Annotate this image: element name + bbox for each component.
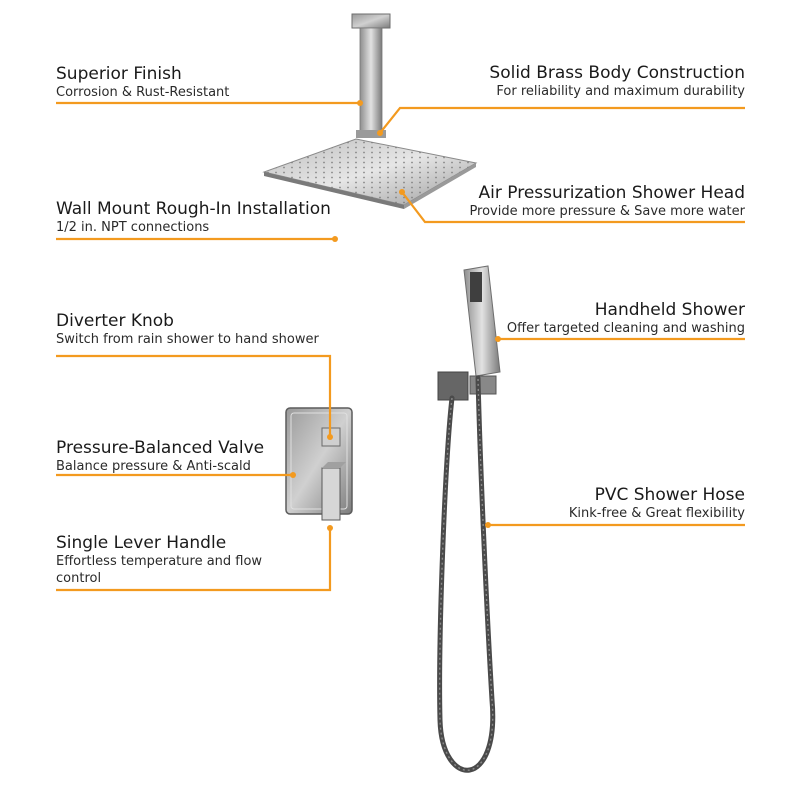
leader-lines-right	[379, 106, 745, 527]
callout-superior-finish: Superior Finish Corrosion & Rust-Resista…	[56, 64, 229, 101]
callout-subtitle: 1/2 in. NPT connections	[56, 220, 210, 235]
callout-subtitle: Offer targeted cleaning and washing	[506, 321, 745, 336]
callout-air-pressurization: Air Pressurization Shower Head Provide m…	[469, 183, 745, 220]
ceiling-arm	[351, 13, 391, 138]
valve-trim	[285, 407, 353, 521]
callout-title: Diverter Knob	[56, 311, 174, 331]
leader-lines-left	[56, 101, 360, 592]
callout-subtitle: Effortless temperature and flow control	[56, 554, 263, 586]
callout-subtitle: Switch from rain shower to hand shower	[56, 332, 319, 347]
callout-subtitle: Balance pressure & Anti-scald	[56, 459, 251, 474]
callout-subtitle: Provide more pressure & Save more water	[469, 204, 745, 219]
rain-shower-head	[262, 138, 478, 209]
callout-title: Air Pressurization Shower Head	[478, 183, 745, 203]
handheld-shower	[437, 265, 501, 401]
callout-solid-brass: Solid Brass Body Construction For reliab…	[489, 63, 745, 100]
callout-diverter-knob: Diverter Knob Switch from rain shower to…	[56, 311, 319, 348]
callout-subtitle: Kink-free & Great flexibility	[568, 506, 745, 521]
callout-subtitle: For reliability and maximum durability	[496, 84, 745, 99]
callout-title: Pressure-Balanced Valve	[56, 438, 265, 458]
callout-title: Solid Brass Body Construction	[489, 63, 745, 83]
callout-subtitle: Corrosion & Rust-Resistant	[56, 85, 230, 100]
callout-title: Handheld Shower	[594, 300, 745, 320]
callout-pvc-hose: PVC Shower Hose Kink-free & Great flexib…	[569, 485, 745, 522]
callout-title: Single Lever Handle	[56, 533, 227, 553]
callout-wall-mount: Wall Mount Rough-In Installation 1/2 in.…	[56, 199, 331, 236]
callout-title: PVC Shower Hose	[594, 485, 745, 505]
callout-handheld-shower: Handheld Shower Offer targeted cleaning …	[507, 300, 745, 337]
callout-title: Wall Mount Rough-In Installation	[56, 199, 331, 219]
callout-single-lever: Single Lever Handle Effortless temperatu…	[56, 533, 306, 587]
leader-dots	[290, 100, 501, 531]
callout-pressure-valve: Pressure-Balanced Valve Balance pressure…	[56, 438, 264, 475]
callout-title: Superior Finish	[56, 64, 182, 84]
